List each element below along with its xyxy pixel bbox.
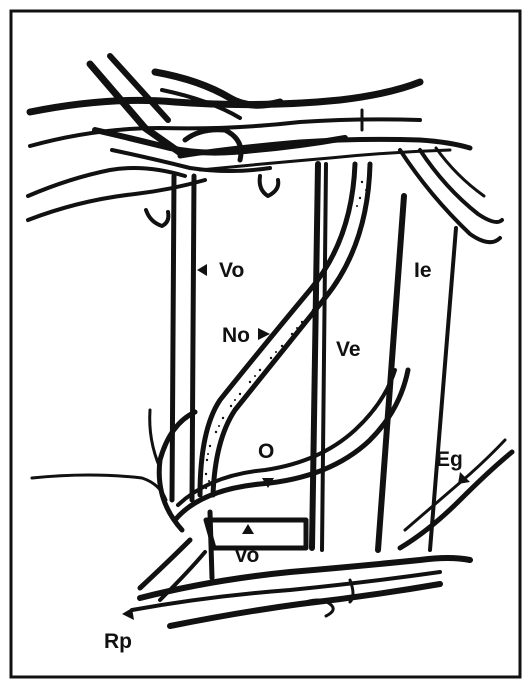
rp-marker [122,608,134,620]
label-ve: Ve [336,338,361,361]
label-eg: Eg [436,448,463,471]
vo-lower-marker [242,524,254,534]
label-vo-upper: Vo [219,259,244,282]
label-rp: Rp [104,630,132,653]
label-no: No [222,324,250,347]
label-vo-lower: Vo [234,544,259,567]
label-ie: Ie [414,259,432,282]
vessel-network [28,56,512,626]
label-o: O [258,440,274,463]
vo-upper-marker [197,264,207,276]
